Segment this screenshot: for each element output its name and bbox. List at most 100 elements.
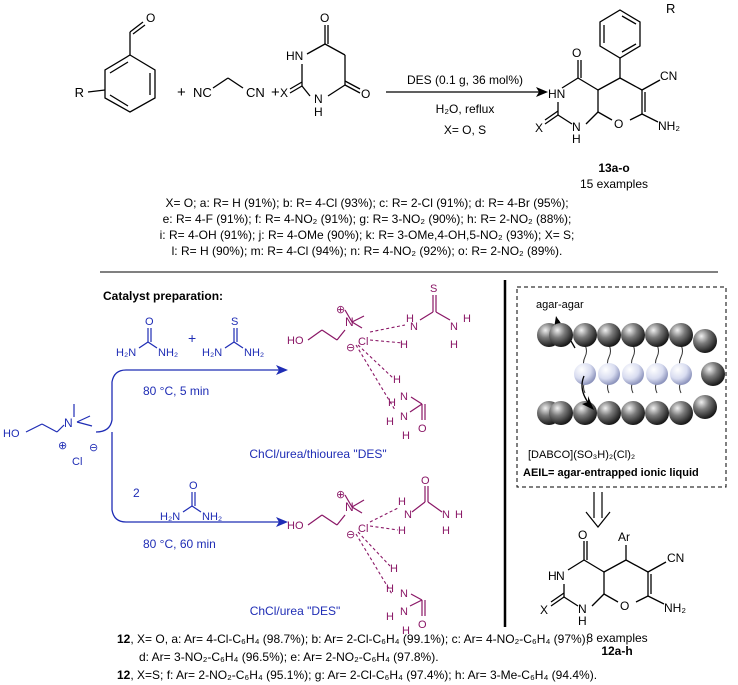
choline-chloride-structure	[25, 404, 93, 433]
product-13-o: O	[572, 46, 581, 60]
des1-thiourea-h3: H	[463, 313, 471, 325]
thiourea-nh2: NH₂	[244, 347, 264, 359]
catalyst-title: Catalyst preparation:	[103, 289, 223, 303]
barbituric-h: H	[314, 105, 323, 119]
branching-brace	[95, 369, 127, 523]
aldehyde-o-label: O	[146, 11, 155, 25]
agar-bead-top	[621, 323, 645, 347]
ionic-liquid-label: [DABCO](SO₃H)₂(Cl)₂	[528, 449, 635, 461]
des2-cl: Cl	[358, 523, 368, 535]
ionic-liquid-bead	[574, 363, 596, 385]
des1-thiourea-n2: N	[450, 321, 458, 333]
agar-bead-bottom	[621, 401, 645, 425]
thiourea-h2n: H₂N	[202, 347, 222, 359]
product-12-structure	[550, 541, 667, 607]
agar-bead-bottom	[693, 395, 717, 419]
plus-sign-2: +	[271, 84, 280, 101]
des2-urea1-h4: H	[442, 525, 450, 537]
product-12-ring-o: O	[620, 599, 629, 613]
agar-bead-bottom	[597, 401, 621, 425]
thiourea-reagent-structure	[224, 328, 244, 349]
barbituric-acid-structure	[289, 25, 361, 97]
r-label: R	[75, 85, 84, 100]
aeil-title: AEIL= agar-entrapped ionic liquid	[523, 467, 699, 479]
choline-minus-charge: ⊖	[89, 442, 98, 454]
product-13-r: R	[666, 1, 675, 16]
des1-thiourea-h2: H	[400, 339, 408, 351]
choline-cl: Cl	[72, 456, 82, 468]
cond-2: 80 °C, 60 min	[143, 537, 216, 551]
agar-bead-end	[701, 362, 725, 386]
choline-ho: HO	[3, 428, 20, 440]
des2-urea2-h4: H	[402, 625, 410, 637]
des2-urea2-n1: N	[400, 588, 408, 600]
barbituric-o-top: O	[320, 11, 329, 25]
des1-urea-h2: H	[388, 397, 396, 409]
cn-label: CN	[246, 85, 265, 100]
cond-1: 80 °C, 5 min	[143, 384, 209, 398]
footer-line-1: 12, X= O, a: Ar= 4-Cl-C₆H₄ (98.7%); b: A…	[117, 632, 589, 646]
product-12-h2: H	[578, 614, 587, 628]
des2-urea1-n2: N	[442, 509, 450, 521]
product-12-nh2: NH₂	[664, 601, 686, 615]
agar-bead-chain	[537, 323, 725, 425]
product-13-cn: CN	[660, 69, 677, 83]
urea2-reagent-structure	[182, 492, 202, 513]
des2-urea2-n2: N	[400, 606, 408, 618]
des2-minus-charge: ⊖	[346, 529, 355, 541]
des1-thiourea-n1: N	[410, 321, 418, 333]
agar-bead-bottom	[645, 401, 669, 425]
thiourea-s: S	[231, 316, 238, 328]
ionic-liquid-bead	[670, 363, 692, 385]
des2-urea1-o: O	[421, 475, 430, 487]
footer-line-3-text: , X=S; f: Ar= 2-NO₂-C₆H₄ (95.1%); g: Ar=…	[130, 668, 597, 682]
examples-line-1: X= O; a: R= H (91%); b: R= 4-Cl (93%); c…	[165, 196, 568, 210]
des1-thiourea-s: S	[430, 283, 437, 295]
footer-line-1-text: , X= O, a: Ar= 4-Cl-C₆H₄ (98.7%); b: Ar=…	[130, 632, 589, 646]
product-13-ring-o: O	[614, 117, 623, 131]
reagent-des: DES (0.1 g, 36 mol%)	[407, 73, 523, 87]
des2-urea2-h1: H	[390, 563, 398, 575]
urea-o: O	[145, 316, 154, 328]
benzaldehyde-structure	[87, 21, 156, 113]
footer-line-3-bold: 12	[117, 668, 131, 682]
product-12-o: O	[578, 528, 587, 542]
agar-bead-top	[549, 323, 573, 347]
choline-plus-charge: ⊕	[58, 440, 67, 452]
arrow-des1	[126, 365, 288, 375]
catalyst-plus: +	[188, 330, 196, 346]
product-13-hn: HN	[548, 87, 565, 101]
ionic-liquid-bead	[622, 363, 644, 385]
barbituric-o-right: O	[361, 87, 370, 101]
urea2-h2n: H₂N	[160, 511, 180, 523]
product-13-label: 13a-o	[598, 161, 629, 175]
des2-urea2-o: O	[418, 619, 427, 631]
agar-bead-bottom	[669, 401, 693, 425]
product-13-n: N	[572, 120, 581, 134]
agar-bead-top	[573, 323, 597, 347]
des1-structure	[307, 295, 451, 420]
agar-bead-bottom	[549, 401, 573, 425]
footer-line-3: 12, X=S; f: Ar= 2-NO₂-C₆H₄ (95.1%); g: A…	[117, 668, 597, 682]
des1-thiourea-h4: H	[450, 339, 458, 351]
barbituric-hn: HN	[286, 49, 303, 63]
des2-urea1-h1: H	[398, 496, 406, 508]
des1-urea-h4: H	[402, 430, 410, 442]
barbituric-n: N	[314, 92, 323, 106]
examples-line-2: e: R= 4-F (91%); f: R= 4-NO₂ (91%); g: R…	[163, 212, 572, 226]
product-12-cn: CN	[667, 551, 684, 565]
urea-coeff: 2	[133, 486, 140, 500]
examples-line-4: l: R= H (90%); m: R= 4-Cl (94%); n: R= 4…	[172, 244, 563, 258]
footer-line-2: d: Ar= 3-NO₂-C₆H₄ (96.5%); e: Ar= 2-NO₂-…	[139, 650, 439, 664]
des1-urea-h1: H	[393, 374, 401, 386]
des2-urea2-h2: H	[386, 583, 394, 595]
des2-plus-charge: ⊕	[336, 489, 345, 501]
footer-line-1-bold: 12	[117, 632, 131, 646]
reagent-water: H₂O, reflux	[436, 102, 495, 116]
ionic-liquid-bead	[598, 363, 620, 385]
des2-hbonds	[355, 507, 399, 595]
aeil-box	[516, 286, 727, 488]
agar-bead-top	[693, 329, 717, 353]
choline-n: N	[64, 416, 73, 430]
urea-h2n: H₂N	[116, 347, 136, 359]
